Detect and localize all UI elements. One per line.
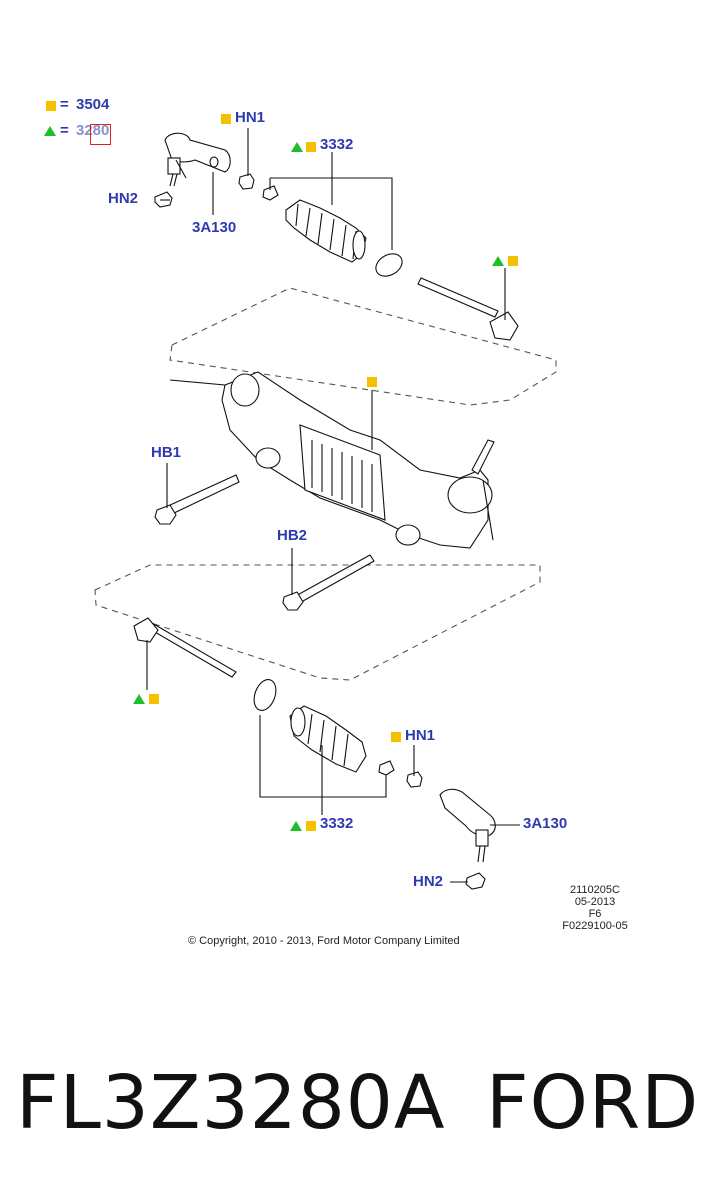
inner-tie-rod-top (417, 277, 519, 341)
legend-square-icon (46, 101, 56, 111)
legend-triangle-value: 3280 (76, 122, 110, 139)
meta-block: 2110205C 05-2013 F6 F0229100-05 (550, 884, 640, 932)
n3332-top-square-icon (306, 142, 316, 152)
legend-triangle-icon (44, 126, 56, 136)
legend-equals-1: = (60, 96, 69, 113)
label-hb1: HB1 (151, 444, 182, 461)
label-3a130-bottom: 3A130 (523, 815, 568, 832)
tierod-top-triangle-icon (492, 256, 504, 266)
label-hn1-top: HN1 (235, 109, 266, 126)
outer-tie-rod-end-bottom (439, 788, 496, 863)
tierod-top-square-icon (508, 256, 518, 266)
n3332-top-triangle-icon (291, 142, 303, 152)
legend-equals-2: = (60, 122, 69, 139)
nut-hn2-bottom (465, 872, 486, 890)
hn1-bottom-square-icon (391, 732, 401, 742)
tierod-bottom-square-icon (149, 694, 159, 704)
outer-tie-rod-end-top (164, 132, 231, 187)
label-hn2-top: HN2 (108, 190, 139, 207)
tierod-bottom-triangle-icon (133, 694, 145, 704)
boot-bottom (289, 705, 367, 773)
label-hn1-bottom: HN1 (405, 727, 436, 744)
label-3332-bottom: 3332 (320, 815, 354, 832)
clamp-bottom-small (378, 760, 395, 776)
rack-dashed-outline (169, 287, 557, 406)
nut-hn1-top (238, 173, 255, 190)
nut-hn1-bottom (406, 771, 423, 788)
meta-line-4: F0229100-05 (562, 920, 628, 932)
clamp-top-small (262, 185, 279, 201)
inner-tie-rod-bottom (133, 617, 237, 678)
label-3332-top: 3332 (320, 136, 354, 153)
rack-square-icon (367, 377, 377, 387)
bolt-hb2 (282, 554, 375, 611)
meta-line-3: F6 (588, 908, 602, 920)
hn1-top-square-icon (221, 114, 231, 124)
steering-rack-diagram (94, 128, 557, 890)
label-hn2-bottom: HN2 (413, 873, 444, 890)
meta-line-2: 05-2013 (574, 896, 616, 908)
boot-top (285, 199, 367, 263)
n3332-bottom-square-icon (306, 821, 316, 831)
clamp-bottom-large (253, 679, 277, 711)
bolt-hb1 (154, 474, 240, 525)
rack-housing (169, 371, 495, 549)
clamp-top-large (375, 253, 403, 277)
lower-dashed-outline (94, 564, 541, 681)
brand-name: FORD (486, 1060, 700, 1146)
highlight-box (90, 124, 111, 145)
copyright-text: © Copyright, 2010 - 2013, Ford Motor Com… (188, 935, 460, 947)
n3332-bottom-triangle-icon (290, 821, 302, 831)
label-3a130-top: 3A130 (192, 219, 237, 236)
label-hb2: HB2 (277, 527, 308, 544)
part-number: FL3Z3280A (16, 1060, 446, 1146)
meta-line-1: 2110205C (570, 884, 620, 896)
legend-square-value: 3504 (76, 96, 110, 113)
